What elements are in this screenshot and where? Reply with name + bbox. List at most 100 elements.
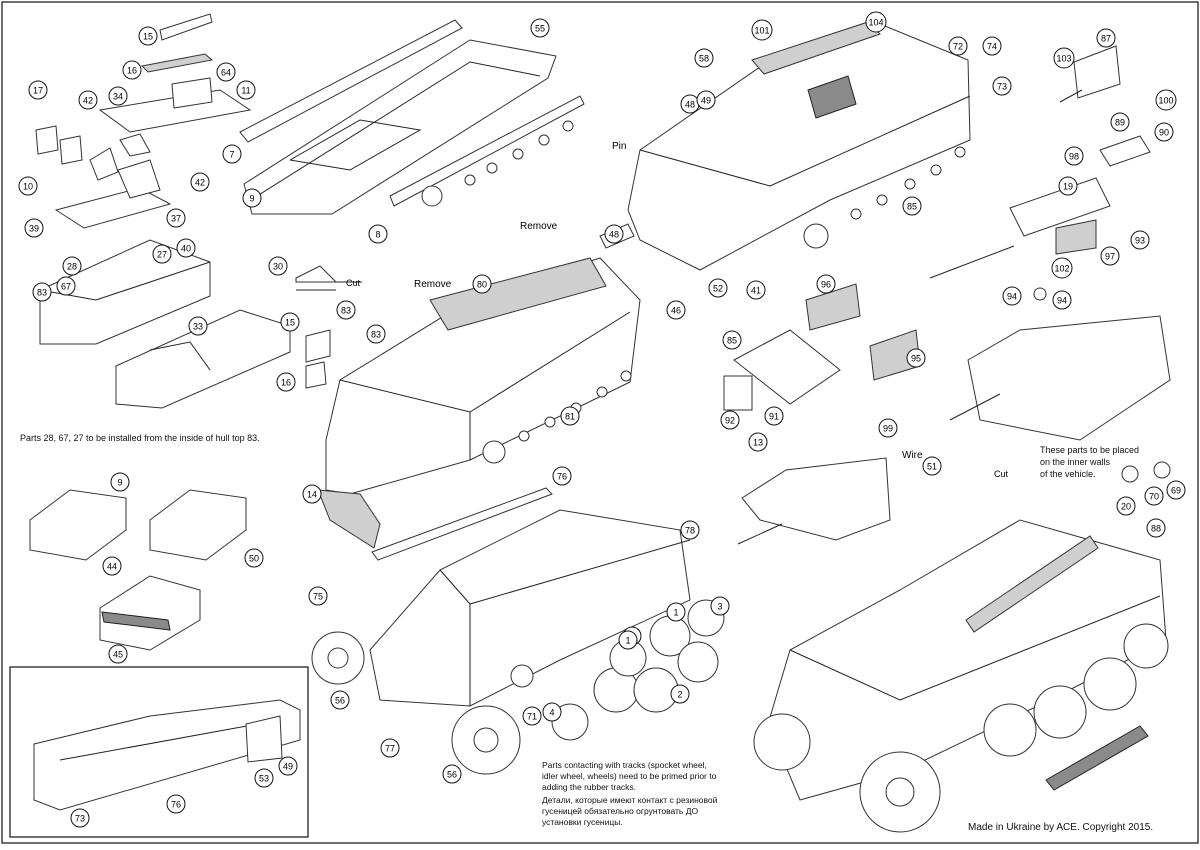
callout-circle <box>722 330 742 350</box>
callout-17: 17 <box>28 80 48 100</box>
callout-circle <box>542 702 562 722</box>
callout-circle <box>166 794 186 814</box>
callout-number: 89 <box>1115 118 1125 128</box>
callout-circle <box>330 690 350 710</box>
callout-56: 56 <box>442 764 462 784</box>
callout-number: 42 <box>83 96 93 106</box>
callout-number: 96 <box>821 280 831 290</box>
callout-number: 94 <box>1057 296 1067 306</box>
callout-circle <box>254 768 274 788</box>
callout-number: 98 <box>1069 152 1079 162</box>
callout-number: 1 <box>673 608 678 618</box>
callout-number: 15 <box>143 32 153 42</box>
callout-circle <box>336 300 356 320</box>
callout-number: 55 <box>535 24 545 34</box>
callout-94: 94 <box>1052 290 1072 310</box>
gun-assemblies <box>723 45 1171 545</box>
callout-number: 27 <box>157 250 167 260</box>
callout-circle <box>1051 257 1073 279</box>
callout-number: 85 <box>907 202 917 212</box>
callout-number: 10 <box>23 182 33 192</box>
callout-circle <box>152 244 172 264</box>
callout-3: 3 <box>710 596 730 616</box>
callout-circle <box>865 11 887 33</box>
callout-69: 69 <box>1166 480 1186 500</box>
callout-77: 77 <box>380 738 400 758</box>
callout-circle <box>366 324 386 344</box>
callout-number: 88 <box>1151 524 1161 534</box>
callout-circle <box>530 18 550 38</box>
callout-number: 45 <box>113 650 123 660</box>
callout-number: 48 <box>609 230 619 240</box>
callout-circle <box>1053 47 1075 69</box>
callout-circle <box>78 90 98 110</box>
callout-46: 46 <box>666 300 686 320</box>
callout-48: 48 <box>680 94 700 114</box>
callout-9: 9 <box>110 472 130 492</box>
cut-label-b: Cut <box>994 469 1009 479</box>
callout-89: 89 <box>1110 112 1130 132</box>
callout-73: 73 <box>70 808 90 828</box>
callout-42: 42 <box>78 90 98 110</box>
callout-16: 16 <box>276 372 296 392</box>
wire-label: Wire <box>902 450 923 461</box>
callout-number: 73 <box>997 82 1007 92</box>
callout-number: 90 <box>1159 128 1169 138</box>
callout-number: 48 <box>685 100 695 110</box>
callout-circle <box>922 456 942 476</box>
callout-circle <box>694 48 714 68</box>
hull-top-right <box>599 21 971 271</box>
callout-circle <box>720 410 740 430</box>
callout-circle <box>1110 112 1130 132</box>
callout-circle <box>670 684 690 704</box>
callout-circle <box>190 172 210 192</box>
callout-50: 50 <box>244 548 264 568</box>
callout-number: 30 <box>273 262 283 272</box>
pin-label: Pin <box>612 141 626 152</box>
callout-circle <box>560 406 580 426</box>
callout-96: 96 <box>816 274 836 294</box>
callout-circle <box>522 706 542 726</box>
callout-number: 67 <box>61 282 71 292</box>
callout-circle <box>552 466 572 486</box>
callout-98: 98 <box>1064 146 1084 166</box>
callout-73: 73 <box>992 76 1012 96</box>
hull-side-panels <box>239 19 585 215</box>
callout-8: 8 <box>368 224 388 244</box>
callout-number: 11 <box>241 86 250 96</box>
callout-102: 102 <box>1051 257 1073 279</box>
callout-27: 27 <box>152 244 172 264</box>
callout-39: 39 <box>24 218 44 238</box>
callout-90: 90 <box>1154 122 1174 142</box>
callout-10: 10 <box>18 176 38 196</box>
callout-circle <box>1116 496 1136 516</box>
callout-85: 85 <box>722 330 742 350</box>
inner-walls-note: These parts to be placed on the inner wa… <box>1040 445 1140 479</box>
callout-number: 3 <box>717 602 722 612</box>
callout-number: 95 <box>911 354 921 364</box>
callout-88: 88 <box>1146 518 1166 538</box>
finished-vehicle <box>753 461 1171 833</box>
callout-number: 75 <box>313 592 323 602</box>
callout-80: 80 <box>472 274 492 294</box>
callout-circle <box>708 278 728 298</box>
callout-circle <box>1146 518 1166 538</box>
callout-15: 15 <box>138 26 158 46</box>
callout-20: 20 <box>1116 496 1136 516</box>
callout-74: 74 <box>982 36 1002 56</box>
callout-circle <box>108 86 128 106</box>
callout-circle <box>816 274 836 294</box>
callout-1: 1 <box>618 630 638 650</box>
callout-41: 41 <box>746 280 766 300</box>
callout-1: 1 <box>666 602 686 622</box>
callout-number: 14 <box>307 490 317 500</box>
callout-number: 46 <box>671 306 681 316</box>
callout-circle <box>1058 176 1078 196</box>
callout-circle <box>102 556 122 576</box>
callout-number: 44 <box>107 562 117 572</box>
callout-number: 101 <box>754 26 769 36</box>
callout-circle <box>1144 486 1164 506</box>
